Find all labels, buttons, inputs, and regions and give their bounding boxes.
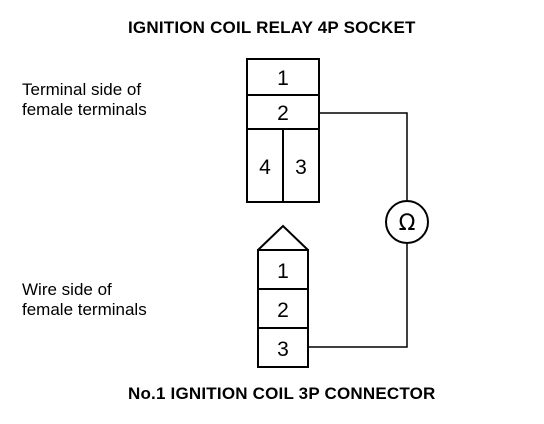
socket-side-label-line1: Terminal side of bbox=[22, 80, 142, 99]
connector-side-label: Wire side of female terminals bbox=[22, 280, 147, 320]
connector-pin-3: 3 bbox=[277, 338, 289, 361]
connector-pin-2: 2 bbox=[277, 299, 289, 322]
connector-side-label-line2: female terminals bbox=[22, 300, 147, 319]
connector-title: No.1 IGNITION COIL 3P CONNECTOR bbox=[128, 384, 436, 403]
lead-to-socket-pin-2 bbox=[319, 112, 408, 200]
connector-side-label-line1: Wire side of bbox=[22, 280, 112, 299]
lead-to-connector-pin-3 bbox=[308, 244, 408, 348]
socket-pin-4: 4 bbox=[259, 156, 271, 179]
socket-title: IGNITION COIL RELAY 4P SOCKET bbox=[128, 18, 416, 37]
socket-side-label-line2: female terminals bbox=[22, 100, 147, 119]
ohmmeter-icon bbox=[385, 200, 429, 244]
socket-pin-2: 2 bbox=[277, 102, 289, 125]
socket-side-label: Terminal side of female terminals bbox=[22, 80, 147, 120]
ohm-symbol: Ω bbox=[399, 211, 416, 236]
socket-pin-3: 3 bbox=[295, 156, 307, 179]
connector-pin-1: 1 bbox=[277, 260, 289, 283]
coil-3p-connector bbox=[257, 224, 309, 368]
relay-4p-socket bbox=[246, 58, 320, 203]
socket-pin-1: 1 bbox=[277, 67, 289, 90]
